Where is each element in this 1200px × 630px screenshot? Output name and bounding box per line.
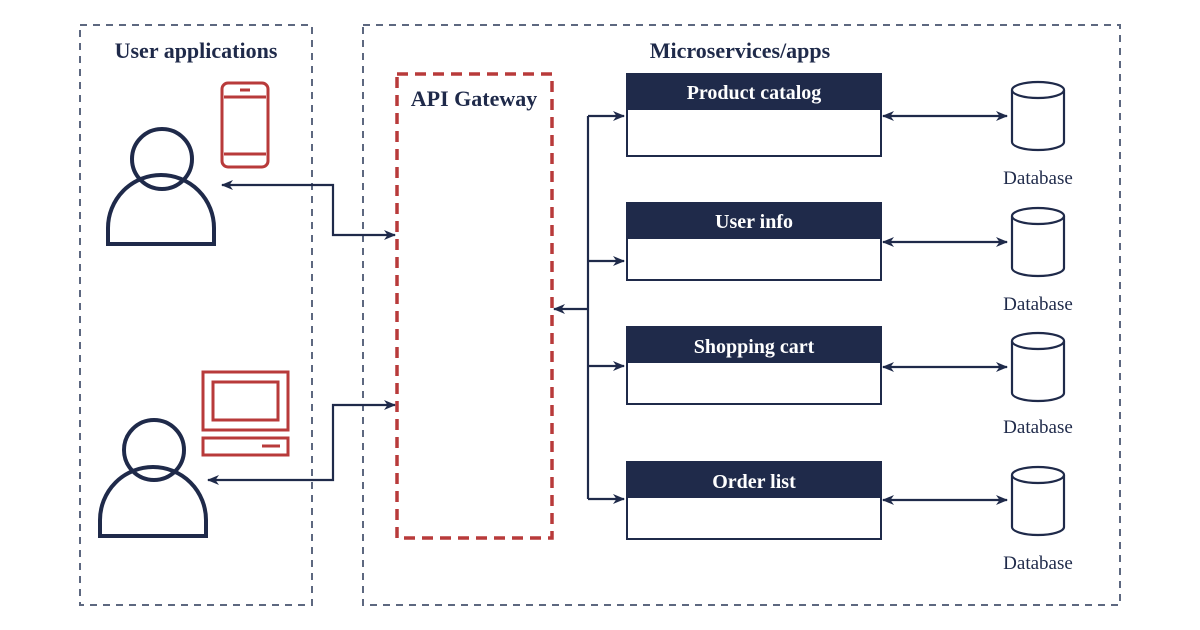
- service-label: Shopping cart: [694, 336, 815, 358]
- database-label: Database: [1003, 168, 1073, 189]
- service-label: Product catalog: [687, 82, 822, 104]
- user-applications-zone: [79, 24, 313, 606]
- database-icon: [1010, 206, 1066, 278]
- database-icon: [1010, 465, 1066, 537]
- computer-icon: [201, 370, 290, 457]
- user-applications-title: User applications: [115, 38, 278, 63]
- desktop-user-person-icon: [98, 418, 208, 538]
- desktop-gateway-arrow: [207, 400, 396, 485]
- smartphone-icon: [220, 81, 270, 169]
- microservices-zone: [362, 24, 1121, 606]
- microservices-title: Microservices/apps: [650, 38, 831, 63]
- api-gateway-box: [395, 72, 554, 540]
- mobile-gateway-arrow: [221, 180, 396, 240]
- api-gateway-title: API Gateway: [411, 86, 537, 111]
- service-label: Order list: [712, 471, 796, 493]
- database-icon: [1010, 80, 1066, 152]
- mobile-user-person-icon: [106, 127, 216, 246]
- database-label: Database: [1003, 553, 1073, 574]
- service-label: User info: [715, 211, 793, 233]
- service-product-catalog: Product catalog: [626, 73, 882, 157]
- service-user-info: User info: [626, 202, 882, 281]
- database-icon: [1010, 331, 1066, 403]
- database-label: Database: [1003, 294, 1073, 315]
- database-label: Database: [1003, 417, 1073, 438]
- service-shopping-cart: Shopping cart: [626, 326, 882, 405]
- service-order-list: Order list: [626, 461, 882, 540]
